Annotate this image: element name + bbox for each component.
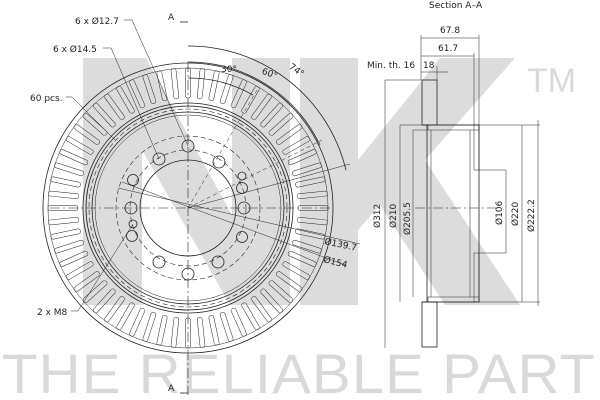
callout-holes-14-5: 6 x Ø14.5 [53, 44, 97, 55]
diameter-312: Ø312 [372, 204, 383, 228]
diameter-210: Ø210 [388, 203, 399, 228]
section-view: Section A–A 67.8 61.7 18 Min. th. 16 [367, 1, 540, 348]
diameter-205-5: Ø205.5 [402, 202, 413, 235]
diameter-220: Ø220 [510, 201, 521, 226]
slogan-watermark: THE RELIABLE PART [2, 342, 596, 400]
section-marker-bottom: A [168, 384, 175, 394]
nk-logo-watermark: TM [83, 58, 576, 305]
angle-30: 30° [221, 65, 237, 75]
width-67-8: 67.8 [440, 26, 460, 36]
min-thickness: Min. th. 16 [367, 61, 415, 71]
front-view: A A 30° 60° 74° Ø139.7 Ø154 6 x Ø12.7 6 … [30, 13, 361, 395]
diameter-106: Ø106 [494, 200, 505, 225]
diameter-222-2: Ø222.2 [526, 199, 537, 232]
section-title: Section A–A [429, 1, 483, 11]
callout-threads: 2 x M8 [37, 308, 68, 318]
callout-vanes: 60 pcs. [30, 94, 63, 104]
callout-holes-12-7: 6 x Ø12.7 [75, 16, 119, 27]
width-61-7: 61.7 [438, 44, 458, 54]
trademark-text: TM [527, 62, 576, 100]
section-marker-top: A [168, 13, 175, 23]
width-18: 18 [423, 61, 435, 71]
